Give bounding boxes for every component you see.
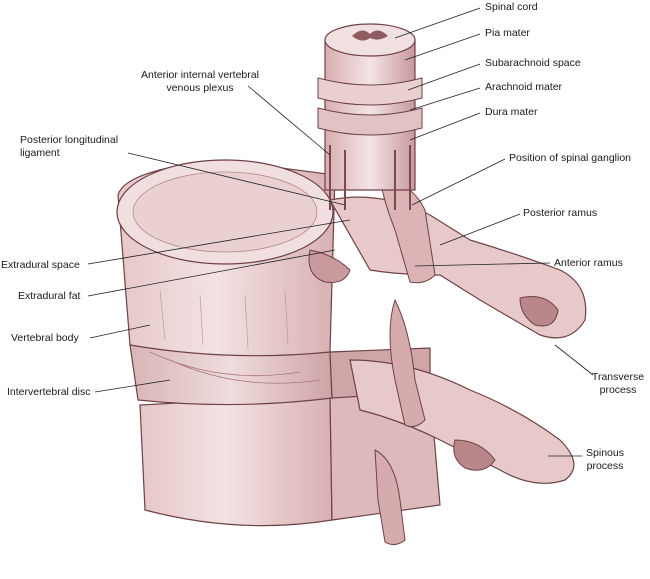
label-anterior-plexus-line2: venous plexus — [166, 82, 234, 94]
label-spinous-process-line1: Spinous — [586, 447, 624, 459]
leader-lines — [87, 7, 594, 457]
label-arachnoid-mater: Arachnoid mater — [485, 81, 563, 93]
label-extradural-fat: Extradural fat — [18, 290, 81, 302]
label-dura-mater: Dura mater — [485, 106, 538, 118]
label-vertebral-body: Vertebral body — [11, 332, 79, 344]
label-pia-mater: Pia mater — [485, 27, 530, 39]
label-transverse-process-line2: process — [599, 384, 637, 396]
label-transverse-process-line1: Transverse — [591, 371, 645, 383]
label-anterior-plexus-line1: Anterior internal vertebral — [141, 69, 259, 81]
label-position-spinal-ganglion: Position of spinal ganglion — [509, 152, 632, 164]
spinal-cord-meninges — [317, 23, 423, 210]
label-spinous-process-line2: process — [586, 460, 624, 472]
label-spinal-cord: Spinal cord — [485, 1, 538, 13]
label-posterior-ligament-line2: ligament — [20, 147, 60, 159]
label-extradural-space: Extradural space — [1, 259, 80, 271]
label-intervertebral-disc: Intervertebral disc — [7, 386, 91, 398]
label-posterior-ligament-line1: Posterior longitudinal — [20, 134, 119, 146]
label-posterior-ramus: Posterior ramus — [523, 207, 598, 219]
nerve-roots — [374, 179, 436, 546]
upper-vertebral-body — [116, 159, 336, 357]
label-subarachnoid-space: Subarachnoid space — [485, 57, 581, 69]
label-anterior-ramus: Anterior ramus — [554, 257, 623, 269]
